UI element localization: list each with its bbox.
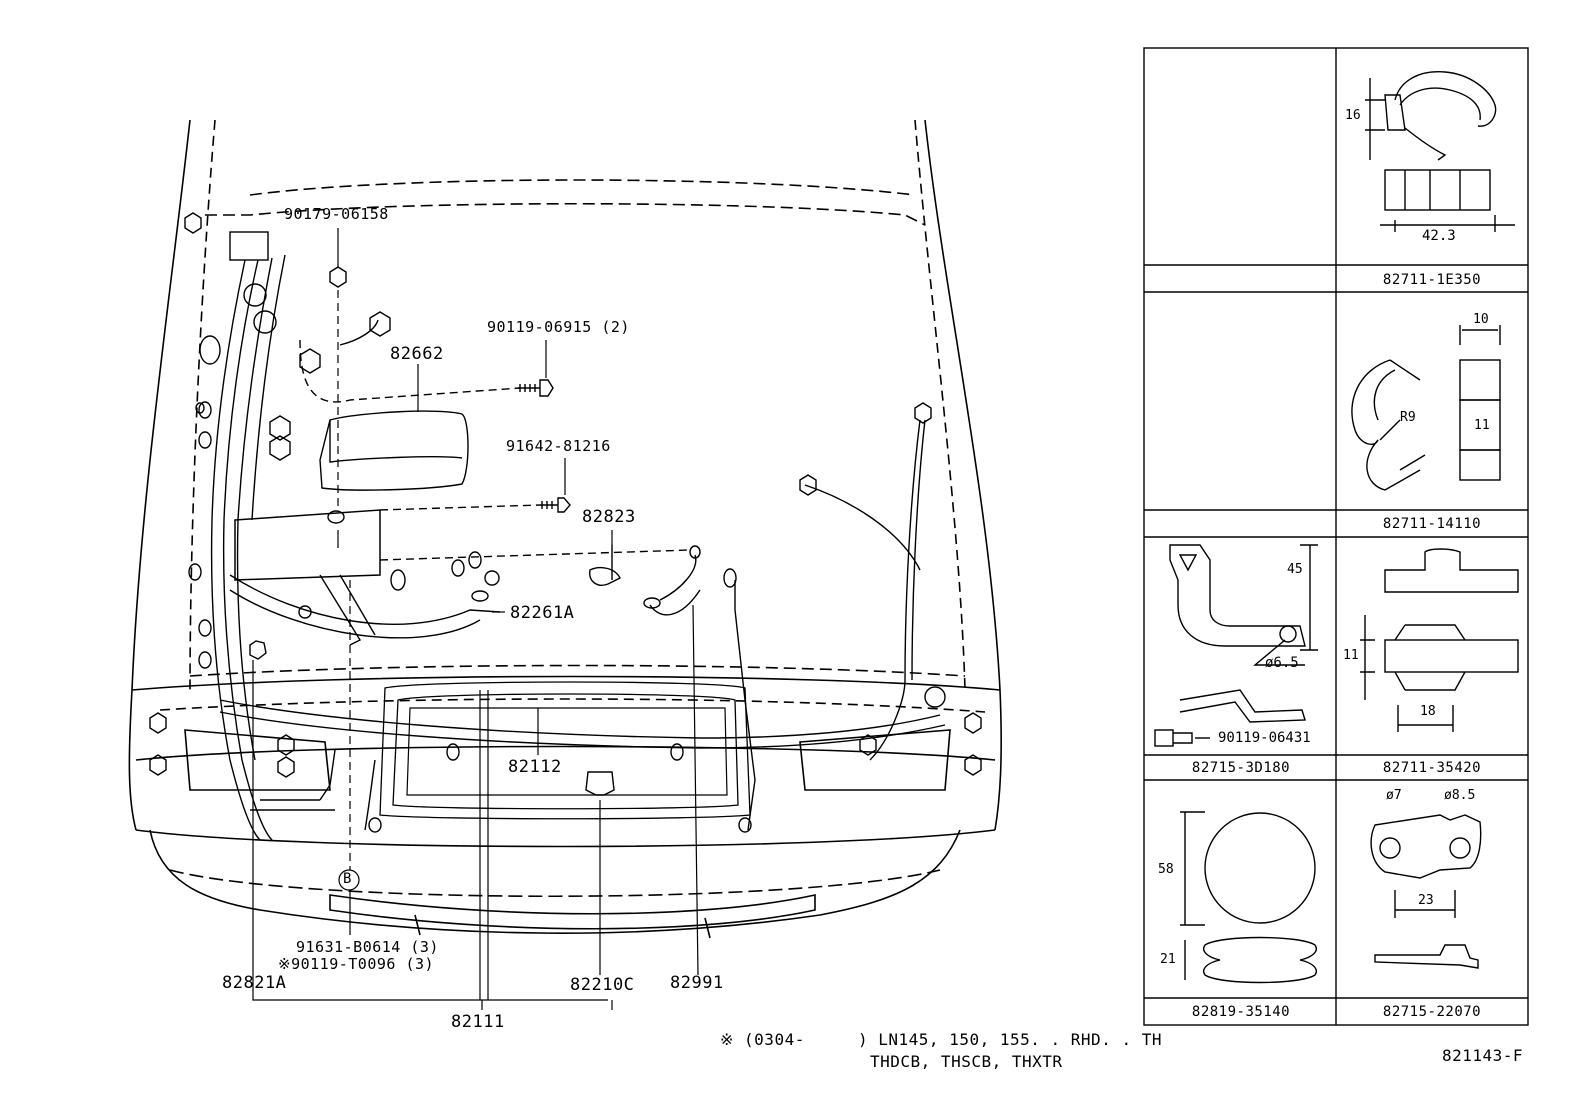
label-82821A: 82821A: [222, 973, 287, 993]
label-82210C: 82210C: [570, 975, 635, 995]
table-caption-row4-right: 82715-22070: [1382, 1004, 1482, 1020]
label-82112: 82112: [508, 757, 562, 777]
dim-42-3: 42.3: [1422, 228, 1456, 244]
label-ref-b: B: [343, 871, 352, 887]
label-90119-T0096: ※90119-T0096 (3): [278, 955, 435, 973]
dim-phi-8-5: ø8.5: [1444, 788, 1476, 803]
vehicle-outline: [128, 119, 1002, 939]
dim-10: 10: [1473, 312, 1489, 327]
footnote-line2: THDCB, THSCB, THXTR: [870, 1052, 1063, 1071]
dim-58: 58: [1158, 862, 1174, 877]
table-caption-row1-right: 82711-1E350: [1382, 272, 1482, 288]
footnote-line1-suffix: ) LN145, 150, 155. . RHD. . TH: [858, 1030, 1162, 1049]
connectors: [149, 212, 982, 833]
dim-r9: R9: [1400, 410, 1416, 425]
figure-id: 821143-F: [1442, 1046, 1524, 1065]
label-82111: 82111: [451, 1012, 505, 1032]
dim-phi-7: ø7: [1386, 788, 1402, 803]
table-caption-row2-right: 82711-14110: [1382, 516, 1482, 532]
parts-table-grid: [1143, 47, 1529, 1026]
table-caption-row3-left: 82715-3D180: [1191, 760, 1291, 776]
dim-18: 18: [1420, 704, 1436, 719]
label-82261A: 82261A: [510, 603, 575, 623]
dim-21: 21: [1160, 952, 1176, 967]
leader-lines: [252, 228, 699, 1010]
wire-harness: [210, 254, 946, 841]
dim-phi-6-5: ø6.5: [1265, 655, 1299, 671]
table-part-sketches: [1154, 71, 1519, 984]
dim-11-vertical: 11: [1474, 418, 1490, 433]
footnote-line1-prefix: ※ (0304-: [720, 1030, 805, 1049]
label-90119-06915: 90119-06915 (2): [487, 318, 630, 336]
dim-23: 23: [1418, 893, 1434, 908]
part-90119-06431: 90119-06431: [1218, 730, 1311, 746]
table-caption-row3-right: 82711-35420: [1382, 760, 1482, 776]
label-90179-06158: 90179-06158: [284, 205, 389, 223]
label-91631-B0614: 91631-B0614 (3): [296, 938, 439, 956]
label-82991: 82991: [670, 973, 724, 993]
label-82823: 82823: [582, 507, 636, 527]
dim-45: 45: [1287, 562, 1303, 577]
dim-11: 11: [1343, 648, 1359, 663]
table-caption-row4-left: 82819-35140: [1191, 1004, 1291, 1020]
label-91642-81216: 91642-81216: [506, 437, 611, 455]
label-82662: 82662: [390, 344, 444, 364]
dim-16: 16: [1345, 108, 1361, 123]
